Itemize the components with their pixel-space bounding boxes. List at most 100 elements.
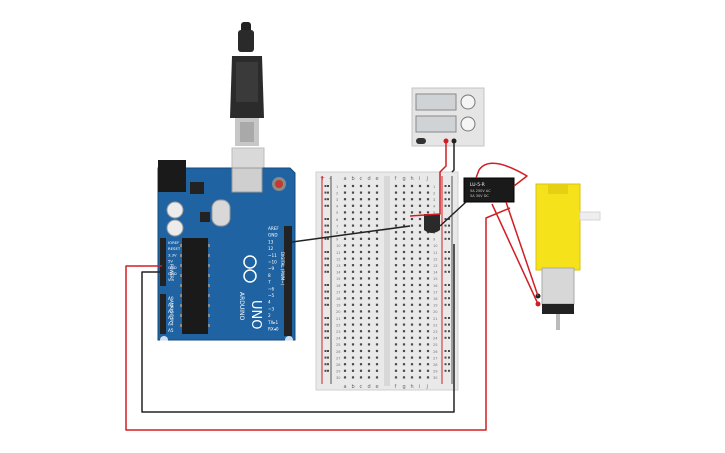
breadboard-hole[interactable] (402, 204, 406, 207)
breadboard-hole[interactable] (351, 356, 355, 359)
breadboard-hole[interactable] (410, 343, 414, 346)
breadboard-hole[interactable] (410, 376, 414, 379)
rail-hole[interactable] (448, 317, 450, 319)
breadboard-hole[interactable] (351, 237, 355, 240)
rail-hole[interactable] (448, 323, 450, 326)
breadboard-hole[interactable] (359, 244, 363, 247)
rail-hole[interactable] (324, 257, 327, 260)
breadboard-hole[interactable] (375, 323, 379, 326)
breadboard-hole[interactable] (343, 250, 347, 254)
breadboard-hole[interactable] (367, 250, 371, 254)
breadboard-hole[interactable] (418, 323, 422, 326)
breadboard-hole[interactable] (375, 343, 379, 346)
rail-hole[interactable] (327, 270, 329, 273)
breadboard-hole[interactable] (410, 349, 414, 353)
rail-hole[interactable] (448, 185, 450, 187)
breadboard-hole[interactable] (367, 264, 371, 267)
rail-hole[interactable] (448, 303, 450, 306)
breadboard-hole[interactable] (394, 270, 398, 273)
breadboard-hole[interactable] (426, 349, 430, 353)
breadboard-hole[interactable] (394, 316, 398, 320)
breadboard-hole[interactable] (351, 277, 355, 280)
rail-hole[interactable] (448, 270, 450, 273)
rail-hole[interactable] (327, 231, 329, 234)
rail-hole[interactable] (444, 204, 447, 207)
rail-hole[interactable] (444, 303, 447, 306)
breadboard-hole[interactable] (394, 257, 398, 260)
breadboard-hole[interactable] (402, 184, 406, 188)
breadboard-hole[interactable] (343, 310, 347, 313)
breadboard-hole[interactable] (351, 198, 355, 201)
rail-hole[interactable] (448, 251, 450, 253)
breadboard-hole[interactable] (410, 330, 414, 333)
breadboard-hole[interactable] (394, 264, 398, 267)
breadboard-hole[interactable] (367, 184, 371, 188)
breadboard-hole[interactable] (367, 376, 371, 379)
breadboard-hole[interactable] (375, 330, 379, 333)
breadboard-hole[interactable] (418, 310, 422, 313)
breadboard-hole[interactable] (351, 270, 355, 273)
breadboard-hole[interactable] (426, 184, 430, 188)
breadboard-hole[interactable] (394, 204, 398, 207)
breadboard-hole[interactable] (343, 376, 347, 379)
breadboard-hole[interactable] (394, 277, 398, 280)
breadboard-hole[interactable] (410, 257, 414, 260)
breadboard-hole[interactable] (394, 310, 398, 313)
breadboard-hole[interactable] (418, 184, 422, 188)
rail-hole[interactable] (444, 218, 447, 220)
breadboard-hole[interactable] (394, 191, 398, 194)
breadboard-hole[interactable] (359, 310, 363, 313)
breadboard-hole[interactable] (402, 356, 406, 359)
breadboard-hole[interactable] (410, 244, 414, 247)
rail-hole[interactable] (444, 330, 447, 333)
rail-hole[interactable] (444, 231, 447, 234)
breadboard-hole[interactable] (351, 336, 355, 339)
breadboard-hole[interactable] (359, 204, 363, 207)
breadboard-hole[interactable] (359, 290, 363, 293)
breadboard-hole[interactable] (351, 191, 355, 194)
rail-hole[interactable] (448, 231, 450, 234)
breadboard-hole[interactable] (418, 336, 422, 339)
breadboard-hole[interactable] (375, 198, 379, 201)
breadboard-hole[interactable] (375, 191, 379, 194)
rail-hole[interactable] (324, 363, 327, 366)
breadboard-hole[interactable] (402, 310, 406, 313)
breadboard-hole[interactable] (402, 224, 406, 227)
rail-hole[interactable] (448, 284, 450, 286)
breadboard-hole[interactable] (402, 191, 406, 194)
power-switch[interactable] (416, 138, 426, 144)
breadboard-hole[interactable] (343, 204, 347, 207)
wire-pin13-to-breadboard[interactable] (291, 225, 411, 243)
breadboard-hole[interactable] (402, 349, 406, 353)
breadboard-hole[interactable] (375, 250, 379, 254)
breadboard-hole[interactable] (394, 217, 398, 221)
breadboard-hole[interactable] (394, 303, 398, 306)
power-jack[interactable] (158, 160, 186, 192)
breadboard-hole[interactable] (351, 297, 355, 300)
breadboard-hole[interactable] (418, 231, 422, 234)
breadboard-hole[interactable] (359, 303, 363, 306)
wire-supply-negative[interactable] (451, 141, 455, 173)
breadboard-hole[interactable] (418, 316, 422, 320)
breadboard-hole[interactable] (351, 316, 355, 320)
rail-hole[interactable] (327, 257, 329, 260)
breadboard-hole[interactable] (426, 250, 430, 254)
breadboard-hole[interactable] (394, 369, 398, 372)
rail-hole[interactable] (324, 290, 327, 293)
breadboard-hole[interactable] (426, 316, 430, 320)
rail-hole[interactable] (327, 251, 329, 253)
breadboard-hole[interactable] (367, 257, 371, 260)
breadboard-hole[interactable] (367, 356, 371, 359)
breadboard-hole[interactable] (418, 270, 422, 273)
breadboard-hole[interactable] (367, 224, 371, 227)
rail-hole[interactable] (324, 218, 327, 220)
breadboard-hole[interactable] (394, 184, 398, 188)
breadboard-hole[interactable] (351, 310, 355, 313)
breadboard-hole[interactable] (375, 244, 379, 247)
breadboard-hole[interactable] (394, 250, 398, 254)
breadboard-hole[interactable] (375, 231, 379, 234)
breadboard-hole[interactable] (426, 244, 430, 247)
rail-hole[interactable] (448, 204, 450, 207)
rail-hole[interactable] (327, 224, 329, 227)
breadboard-hole[interactable] (426, 211, 430, 214)
